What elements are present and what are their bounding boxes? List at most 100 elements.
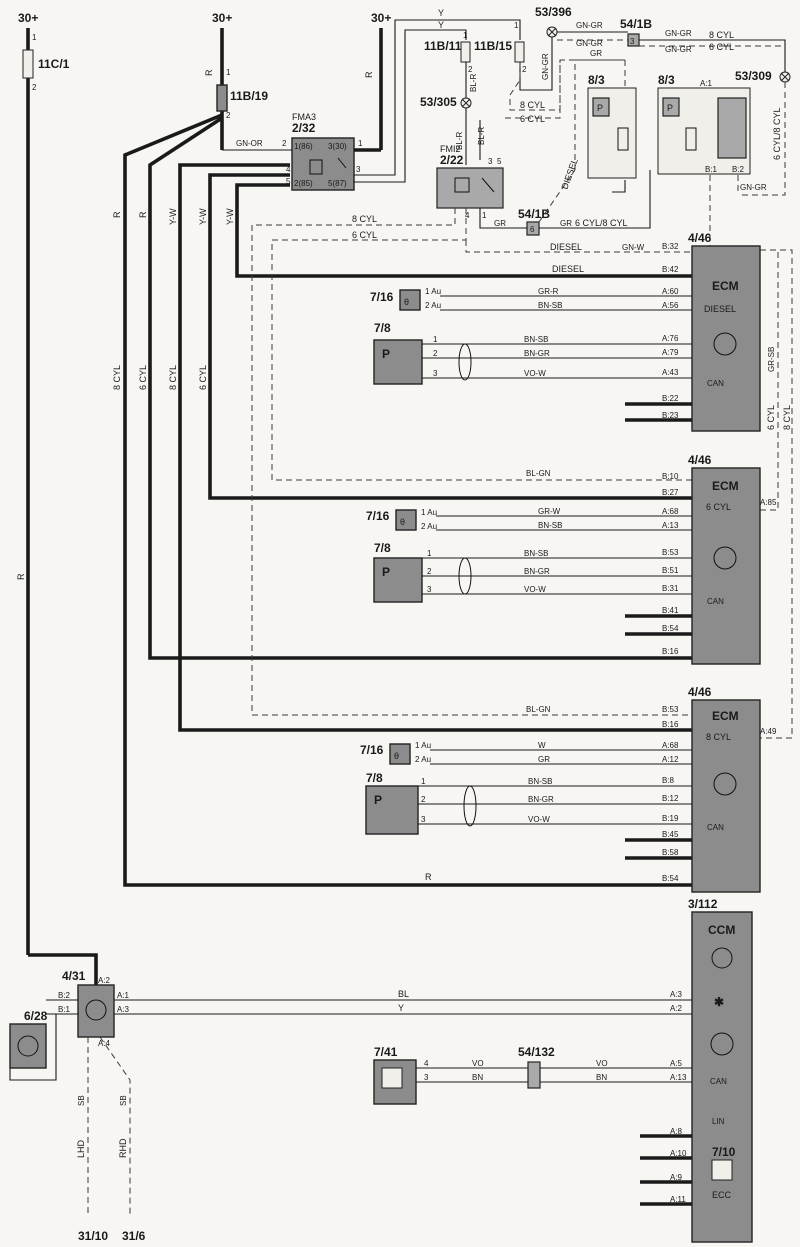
svg-text:BN-GR: BN-GR <box>524 567 550 576</box>
svg-text:1: 1 <box>463 31 468 40</box>
svg-text:A:68: A:68 <box>662 741 679 750</box>
fuse-11b19-label: 11B/19 <box>230 89 268 103</box>
wire-r-6cyl <box>148 116 692 660</box>
fuse-11c1 <box>22 49 34 79</box>
svg-text:1: 1 <box>427 549 432 558</box>
wire-r-ccm-bundle <box>123 113 692 887</box>
svg-text:B:27: B:27 <box>662 488 679 497</box>
svg-text:8/3: 8/3 <box>588 73 605 87</box>
svg-text:3(30): 3(30) <box>328 142 347 151</box>
svg-text:GN-GR: GN-GR <box>541 53 550 80</box>
svg-text:8 CYL: 8 CYL <box>352 214 377 224</box>
svg-text:6 CYL: 6 CYL <box>352 230 377 240</box>
svg-text:1: 1 <box>514 21 519 30</box>
svg-text:B:22: B:22 <box>662 394 679 403</box>
svg-text:31/6: 31/6 <box>122 1229 146 1243</box>
svg-text:A:79: A:79 <box>662 348 679 357</box>
can-bus-icon: CAN <box>707 379 724 388</box>
ecm-8cyl <box>691 699 761 893</box>
svg-text:B:53: B:53 <box>662 548 679 557</box>
wire-bl-gn-8cyl <box>251 208 692 716</box>
svg-text:B:1: B:1 <box>58 1005 71 1014</box>
fan-motor-6-28 <box>9 1023 47 1069</box>
svg-text:6 CYL: 6 CYL <box>706 502 731 512</box>
svg-text:2: 2 <box>226 111 231 120</box>
svg-text:A:4: A:4 <box>98 1039 111 1048</box>
wire-y-feed <box>394 19 521 170</box>
svg-text:6 CYL: 6 CYL <box>520 114 545 124</box>
svg-text:2: 2 <box>421 795 426 804</box>
svg-text:1: 1 <box>482 211 487 220</box>
svg-text:GN-GR: GN-GR <box>665 29 692 38</box>
sensor-7-16-8cyl: 7/16 θ 1 Au 2 Au <box>360 741 431 765</box>
svg-text:A:76: A:76 <box>662 334 679 343</box>
svg-text:8 CYL: 8 CYL <box>706 732 731 742</box>
svg-text:B:2: B:2 <box>732 165 745 174</box>
svg-text:GN-W: GN-W <box>622 243 645 252</box>
svg-text:7/8: 7/8 <box>366 771 383 785</box>
svg-text:CAN: CAN <box>707 823 724 832</box>
wire-yw-8cyl <box>178 163 692 732</box>
svg-text:Y-W: Y-W <box>198 208 208 225</box>
svg-text:53/305: 53/305 <box>420 95 457 109</box>
svg-text:B:12: B:12 <box>662 794 679 803</box>
svg-text:B:54: B:54 <box>662 624 679 633</box>
svg-text:2: 2 <box>32 83 37 92</box>
fuse-11b19 <box>216 84 228 112</box>
svg-text:A:9: A:9 <box>670 1173 683 1182</box>
svg-text:5: 5 <box>286 177 291 186</box>
svg-text:DIESEL: DIESEL <box>552 264 584 274</box>
ecm-diesel <box>691 245 761 432</box>
svg-text:3: 3 <box>356 165 361 174</box>
svg-text:LHD: LHD <box>76 1139 86 1158</box>
sensor-7-16-diesel: 7/16 θ 1 Au 2 Au <box>370 287 441 311</box>
svg-text:1: 1 <box>421 777 426 786</box>
svg-text:8 CYL: 8 CYL <box>168 365 178 390</box>
svg-text:GN-GR: GN-GR <box>576 39 603 48</box>
svg-text:6 CYL/8 CYL: 6 CYL/8 CYL <box>575 218 628 228</box>
svg-text:B:10: B:10 <box>662 472 679 481</box>
svg-text:A:2: A:2 <box>670 1004 683 1013</box>
svg-text:7/16: 7/16 <box>366 509 390 523</box>
svg-text:3: 3 <box>427 585 432 594</box>
svg-text:ECC: ECC <box>712 1190 732 1200</box>
svg-text:6/28: 6/28 <box>24 1009 48 1023</box>
sensor-7-8-8cyl: 7/8 P <box>365 771 419 835</box>
svg-text:ECM: ECM <box>712 709 739 723</box>
svg-text:CAN: CAN <box>707 597 724 606</box>
svg-text:R: R <box>364 71 374 78</box>
svg-text:P: P <box>667 103 673 113</box>
svg-text:BL-R: BL-R <box>455 132 464 150</box>
svg-text:8 CYL: 8 CYL <box>520 100 545 110</box>
svg-text:53/396: 53/396 <box>535 5 572 19</box>
svg-text:GR: GR <box>590 49 602 58</box>
svg-text:SB: SB <box>77 1095 86 1106</box>
svg-text:B:31: B:31 <box>662 584 679 593</box>
svg-text:GN-GR: GN-GR <box>576 21 603 30</box>
svg-text:6: 6 <box>530 225 535 234</box>
svg-text:7/8: 7/8 <box>374 541 391 555</box>
svg-text:6 CYL: 6 CYL <box>138 365 148 390</box>
svg-text:3: 3 <box>421 815 426 824</box>
ccm-module <box>691 911 753 1243</box>
svg-text:5(87): 5(87) <box>328 179 347 188</box>
svg-text:✱: ✱ <box>714 995 724 1009</box>
svg-text:B:8: B:8 <box>662 776 675 785</box>
relay-fma3 <box>291 137 355 191</box>
fuse-11c1-label: 11C/1 <box>38 57 70 71</box>
power-label-3: 30+ <box>371 11 391 25</box>
svg-text:1: 1 <box>226 68 231 77</box>
svg-text:2: 2 <box>433 349 438 358</box>
svg-text:DIESEL: DIESEL <box>550 242 582 252</box>
ecm-6cyl <box>691 467 761 665</box>
svg-text:BN-SB: BN-SB <box>538 301 562 310</box>
wire-yw-diesel <box>235 183 692 278</box>
svg-text:7/16: 7/16 <box>370 290 394 304</box>
svg-text:θ: θ <box>394 751 399 761</box>
svg-text:P: P <box>382 565 390 579</box>
power-label-1: 30+ <box>18 11 38 25</box>
svg-text:3/112: 3/112 <box>688 897 718 911</box>
wire-yw-6cyl <box>208 173 692 500</box>
svg-text:A:43: A:43 <box>662 368 679 377</box>
